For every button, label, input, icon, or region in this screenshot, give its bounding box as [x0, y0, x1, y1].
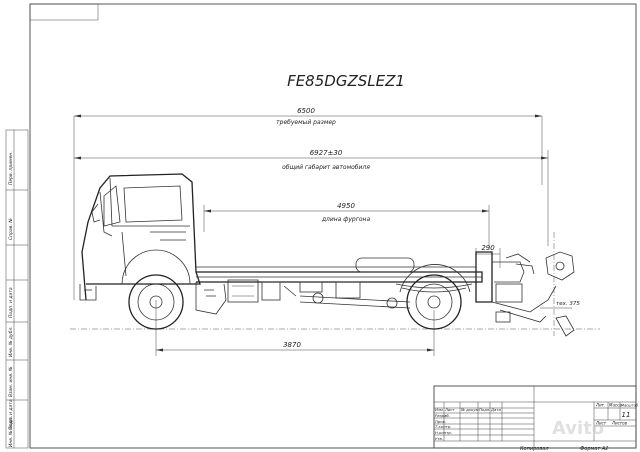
- dim-overall-length: 6927±30 общий габарит автомобиля: [74, 149, 549, 246]
- side-stamp-label-4: Инв. № дубл.: [8, 326, 14, 357]
- side-stamp-label-1: Перв. примен.: [8, 151, 14, 185]
- side-stamp: Перв. примен. Справ. № Подп. и дата Инв.…: [5, 129, 29, 449]
- tb-header-date: Дата: [490, 407, 502, 412]
- copied-label: Копировал: [520, 446, 549, 452]
- dim-rear-offset: 290: [475, 244, 501, 268]
- tail-lift: [491, 285, 557, 313]
- side-stamp-label-6: Подп. и дата: [8, 399, 14, 430]
- tb-header-izm: Изм: [435, 407, 443, 412]
- dim-body-label: длина фургона: [321, 216, 371, 223]
- dim-ground-clearance: тех. 375: [540, 301, 580, 309]
- drawing-title: FE85DGZSLEZ1: [287, 72, 405, 90]
- dim-body-value: 4950: [337, 202, 355, 210]
- tb-scale-label: Масштаб: [621, 404, 639, 408]
- tb-lit-label: Лит.: [595, 403, 605, 408]
- tb-header-sign: Подп.: [479, 407, 491, 412]
- dim-ground-clearance-value: тех. 375: [556, 301, 580, 307]
- dim-rear-offset-value: 290: [481, 244, 495, 252]
- drive-shaft: [299, 295, 411, 303]
- tb-sheets-label: Листов: [611, 421, 628, 426]
- rear-light-bracket: [545, 251, 575, 281]
- side-stamp-label-5: Взам. инв. №: [8, 366, 14, 397]
- mirror: [91, 203, 101, 223]
- cab-window: [103, 185, 121, 227]
- dim-overall-value: 6927±30: [310, 149, 343, 157]
- dim-required-length: 6500 требуемый размер: [73, 107, 543, 300]
- side-stamp-label-7: Инв. № подл.: [8, 416, 14, 447]
- rear-leaf-spring: [395, 283, 473, 289]
- fuel-tank: [227, 279, 259, 303]
- tb-scale-value: 11: [622, 411, 631, 419]
- tb-mass-label: Масса: [609, 403, 622, 408]
- top-left-stamp-box: [29, 3, 99, 21]
- dim-wheelbase-value: 3870: [283, 341, 301, 349]
- air-tank: [355, 257, 415, 273]
- watermark-logo: Avito: [552, 418, 604, 439]
- tb-role-1: Разраб.: [435, 413, 450, 418]
- format-label: Формат А2: [580, 446, 608, 452]
- tb-role-5: Утв.: [435, 436, 443, 441]
- transmission: [195, 282, 227, 315]
- tb-role-2: Пров.: [435, 419, 446, 424]
- dim-body-length: 4950 длина фургона: [203, 202, 490, 250]
- dim-required-label: требуемый размер: [276, 119, 336, 126]
- tb-role-4: Н.контр.: [435, 430, 452, 435]
- front-wheel: [128, 274, 184, 330]
- dim-wheelbase: 3870: [155, 300, 435, 356]
- side-stamp-label-2: Справ. №: [8, 218, 14, 240]
- cab-outline: [81, 173, 201, 301]
- truck-side-view: [79, 173, 575, 337]
- tb-header-doc: № докум.: [460, 407, 480, 412]
- tb-role-3: Т.контр.: [435, 424, 451, 429]
- side-stamp-label-3: Подп. и дата: [8, 287, 14, 318]
- battery-box: [261, 281, 281, 301]
- dim-required-value: 6500: [297, 107, 315, 115]
- title-block: Изм Лист № докум. Подп. Дата Разраб. Про…: [433, 385, 639, 449]
- tb-sheet-label: Лист: [595, 421, 607, 426]
- sheet-border: [29, 3, 637, 449]
- dim-overall-label: общий габарит автомобиля: [282, 164, 370, 171]
- tb-header-list: Лист: [444, 407, 455, 412]
